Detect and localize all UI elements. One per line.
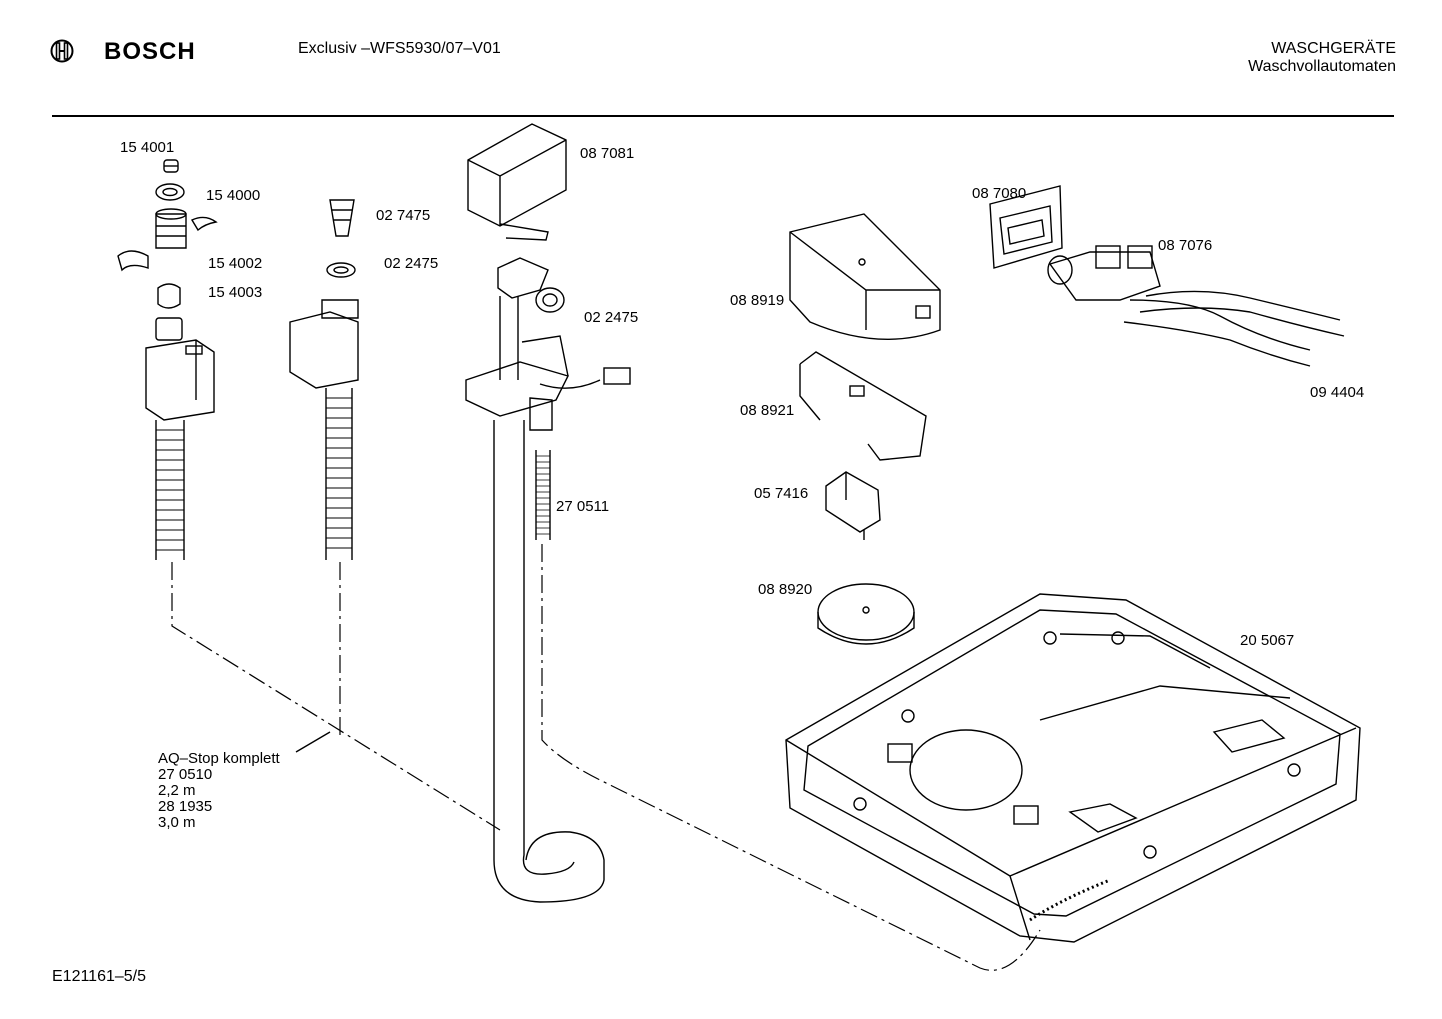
part-087081-cover <box>467 123 567 241</box>
part-label-094404: 09 4404 <box>1310 384 1365 401</box>
part-027475-filter <box>329 199 355 237</box>
part-label-088920: 08 8920 <box>758 581 813 598</box>
aq-valve-box <box>145 317 215 421</box>
part-087076-valve <box>1047 245 1161 301</box>
part-label-154001: 15 4001 <box>120 139 175 156</box>
part-154001-nut <box>163 159 179 173</box>
part-label-022475-a: 02 2475 <box>384 255 439 272</box>
part-label-154000: 15 4000 <box>206 187 261 204</box>
part-label-088919: 08 8919 <box>730 292 785 309</box>
part-087080-plate <box>989 185 1063 269</box>
part-label-205067: 20 5067 <box>1240 632 1295 649</box>
part-022475-washer <box>326 262 356 278</box>
aq-stop-note: AQ–Stop komplett 27 0510 2,2 m 28 1935 3… <box>158 751 280 831</box>
hose-head-block <box>289 299 359 389</box>
drain-hose <box>493 420 605 903</box>
part-label-154003: 15 4003 <box>208 284 263 301</box>
header-divider <box>52 115 1394 117</box>
aq-stop-length-2: 3,0 m <box>158 814 196 831</box>
part-label-270511: 27 0511 <box>556 498 610 515</box>
part-label-088921: 08 8921 <box>740 402 795 419</box>
model-title: Exclusiv –WFS5930/07–V01 <box>298 40 501 57</box>
part-057416-switch <box>825 471 881 540</box>
aq-stop-part-2: 28 1935 <box>158 798 213 815</box>
part-088919-housing <box>789 213 941 341</box>
part-label-027475: 02 7475 <box>376 207 431 224</box>
part-154000-washer <box>155 183 185 201</box>
part-154003-cap <box>157 283 181 309</box>
aq-stop-length-1: 2,2 m <box>158 782 196 799</box>
bosch-logo-icon <box>50 39 74 63</box>
part-label-154002: 15 4002 <box>208 255 263 272</box>
corrugated-hose-middle <box>325 388 353 560</box>
part-088921-bracket <box>799 351 927 461</box>
brand-name: BOSCH <box>104 38 196 65</box>
hose-holder-bracket <box>465 335 570 431</box>
part-022475-ring <box>535 287 565 313</box>
drawing-code: E121161–5/5 <box>52 968 147 985</box>
part-label-087081: 08 7081 <box>580 145 635 162</box>
sensor-cable <box>539 367 631 389</box>
category-line-2: Waschvollautomaten <box>1248 58 1396 75</box>
part-270511-hose <box>535 450 551 540</box>
part-label-022475-b: 02 2475 <box>584 309 639 326</box>
part-154002-clip <box>117 250 149 272</box>
part-094404-hoses <box>1123 290 1345 367</box>
part-label-087076: 08 7076 <box>1158 237 1213 254</box>
part-label-087080: 08 7080 <box>972 185 1027 202</box>
category-line-1: WASCHGERÄTE <box>1271 40 1396 57</box>
aq-stop-part-1: 27 0510 <box>158 766 213 783</box>
part-label-057416: 05 7416 <box>754 485 809 502</box>
part-205067-base-plate <box>785 593 1361 943</box>
part-coupling <box>155 208 218 249</box>
part-088920-disc <box>817 583 915 645</box>
category-label: WASCHGERÄTE Waschvollautomaten <box>1248 40 1396 76</box>
aq-stop-title: AQ–Stop komplett <box>158 750 280 767</box>
hose-connector <box>497 257 549 299</box>
